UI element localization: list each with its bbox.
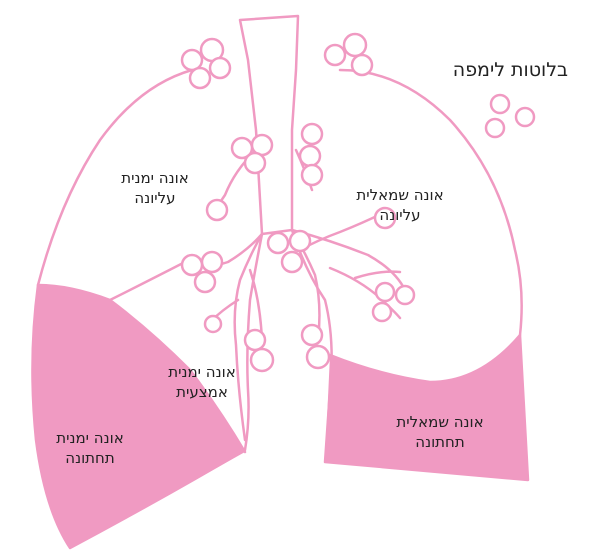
lymph-node (300, 146, 320, 166)
right-upper-lobe-label: אונה ימנית עליונה (95, 168, 215, 208)
right-lower-lobe-line1: אונה ימנית (30, 428, 150, 448)
lymph-node (325, 45, 345, 65)
lymph-node (302, 325, 322, 345)
left-lower-lobe-label: אונה שמאלית תחתונה (370, 412, 510, 452)
lymph-node (307, 346, 329, 368)
trachea (240, 16, 298, 234)
lymph-node (202, 252, 222, 272)
lymph-node (182, 255, 202, 275)
lymph-node (282, 252, 302, 272)
right-lower-lobe-label: אונה ימנית תחתונה (30, 428, 150, 468)
left-lower-lobe-line2: תחתונה (370, 432, 510, 452)
lymph-node (290, 231, 310, 251)
lymph-node (344, 34, 366, 56)
lymph-node (302, 165, 322, 185)
lymph-node (205, 316, 221, 332)
lymph-node (245, 153, 265, 173)
right-middle-lobe-line1: אונה ימנית (142, 362, 262, 382)
legend-lymph-node (516, 108, 534, 126)
right-middle-lobe-line2: אמצעית (142, 382, 262, 402)
legend-label: בלוטות לימפה (438, 58, 568, 82)
left-upper-lobe-line1: אונה שמאלית (330, 185, 470, 205)
legend-lymph-node (486, 119, 504, 137)
right-upper-lobe-line1: אונה ימנית (95, 168, 215, 188)
lymph-node (396, 286, 414, 304)
left-upper-lobe-label: אונה שמאלית עליונה (330, 185, 470, 225)
lymph-node (210, 58, 230, 78)
lymph-node (352, 55, 372, 75)
legend-label-text: בלוטות לימפה (438, 58, 568, 82)
lymph-node (190, 68, 210, 88)
lymph-node (302, 124, 322, 144)
left-lower-lobe-line1: אונה שמאלית (370, 412, 510, 432)
right-middle-lobe-label: אונה ימנית אמצעית (142, 362, 262, 402)
lymph-node (245, 330, 265, 350)
right-lower-lobe-line2: תחתונה (30, 448, 150, 468)
lymph-node (373, 303, 391, 321)
right-upper-lobe-line2: עליונה (95, 188, 215, 208)
legend-lymph-node (491, 95, 509, 113)
lymph-node (268, 233, 288, 253)
lymph-node (195, 272, 215, 292)
right-horizontal-fissure (110, 262, 185, 300)
lymph-node (376, 283, 394, 301)
left-upper-lobe-line2: עליונה (330, 205, 470, 225)
